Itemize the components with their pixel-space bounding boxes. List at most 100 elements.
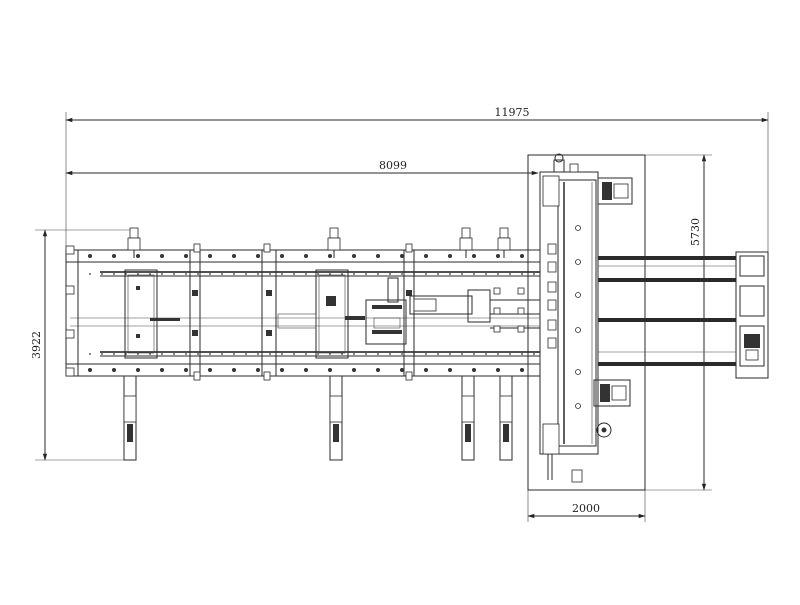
rail-bolt (173, 353, 175, 355)
dimension-frame-width: 3922 (30, 229, 130, 461)
top-posts (127, 227, 511, 258)
rail-bolt (521, 353, 523, 355)
rail-bolt (341, 353, 343, 355)
rail-bolt (400, 254, 404, 258)
main-frame (65, 245, 541, 377)
rail-bolt (317, 353, 319, 355)
rail-bolt (365, 353, 367, 355)
rail-bolt (293, 353, 295, 355)
rail-bolt (509, 273, 511, 275)
rail-bolt (365, 273, 367, 275)
rail-bolt (461, 273, 463, 275)
rail-bolt (112, 368, 116, 372)
rail-bolt (232, 254, 236, 258)
dimension-frame-length: 8099 (65, 159, 539, 176)
carriage-left (124, 269, 180, 359)
station-outline (527, 154, 646, 491)
rail-bolt (304, 368, 308, 372)
rail-bolt (281, 353, 283, 355)
rail-bolt (352, 254, 356, 258)
rail-bolt (101, 273, 103, 275)
rail-bolt (353, 273, 355, 275)
station-width-label: 2000 (572, 502, 600, 515)
rail-bolt (89, 353, 91, 355)
rail-bolt (232, 368, 236, 372)
dimension-station-length: 5730 (645, 154, 712, 491)
rail-bolt (136, 368, 140, 372)
rail-bolt (425, 273, 427, 275)
rail-bolt (328, 254, 332, 258)
rail-bolt (424, 368, 428, 372)
rail-bolt (329, 273, 331, 275)
rail-bolt (256, 254, 260, 258)
rail-bolt (221, 273, 223, 275)
rail-bolt (305, 353, 307, 355)
rail-bolt (149, 273, 151, 275)
rail-bolt (149, 353, 151, 355)
rail-bolt (521, 273, 523, 275)
rail-bolt (497, 273, 499, 275)
frame-cross-members (189, 249, 415, 377)
rail-bolt (257, 353, 259, 355)
rail-bolt (400, 368, 404, 372)
rail-bolt (88, 368, 92, 372)
rail-bolt (352, 368, 356, 372)
rail-bolt (509, 353, 511, 355)
overall-length-label: 11975 (495, 106, 530, 119)
rail-bolt (280, 254, 284, 258)
rail-bolt (257, 273, 259, 275)
rail-bolt (125, 353, 127, 355)
rail-bolt (137, 353, 139, 355)
rail-bolt (160, 254, 164, 258)
rail-bolt (496, 368, 500, 372)
rail-bolt (281, 273, 283, 275)
outfeed-rails (598, 256, 736, 366)
rail-bolt (125, 273, 127, 275)
rail-bolt (269, 353, 271, 355)
rail-bolt (472, 368, 476, 372)
rail-bolt (341, 273, 343, 275)
rail-bolt (197, 353, 199, 355)
rail-bolt (184, 368, 188, 372)
rail-bolt (473, 353, 475, 355)
rail-bolt (208, 254, 212, 258)
rail-bolt (497, 353, 499, 355)
station-column (539, 153, 599, 483)
rail-bolt (377, 353, 379, 355)
rail-bolt (113, 353, 115, 355)
rail-bolt (413, 353, 415, 355)
rail-bolt (113, 273, 115, 275)
rail-bolt (461, 353, 463, 355)
rail-bolt (88, 254, 92, 258)
rail-bolt (449, 353, 451, 355)
rail-bolt (437, 273, 439, 275)
rail-bolt (401, 353, 403, 355)
dimension-overall-length: 11975 (65, 106, 769, 260)
rail-bolt (233, 353, 235, 355)
rail-bolt (136, 254, 140, 258)
frame-width-label: 3922 (30, 331, 43, 359)
rail-bolt (425, 353, 427, 355)
rail-bolt (329, 353, 331, 355)
rail-bolt (280, 368, 284, 372)
rail-bolt (245, 273, 247, 275)
station-bolts (575, 225, 581, 409)
rail-bolt (184, 254, 188, 258)
motor-bottom (593, 379, 631, 438)
rail-bolt (520, 254, 524, 258)
station-length-label: 5730 (689, 218, 702, 246)
rail-bolt (449, 273, 451, 275)
dimension-station-width: 2000 (527, 490, 646, 522)
rail-bolt (389, 273, 391, 275)
rail-bolt (101, 353, 103, 355)
rail-bolt (533, 353, 535, 355)
rail-bolt (161, 353, 163, 355)
rail-bolt (185, 273, 187, 275)
rail-bolt (269, 273, 271, 275)
rail-bolt (197, 273, 199, 275)
rail-bolt (485, 273, 487, 275)
rail-bolts (88, 254, 535, 372)
rail-bolt (533, 273, 535, 275)
rail-bolt (376, 368, 380, 372)
motor-top (597, 177, 633, 205)
